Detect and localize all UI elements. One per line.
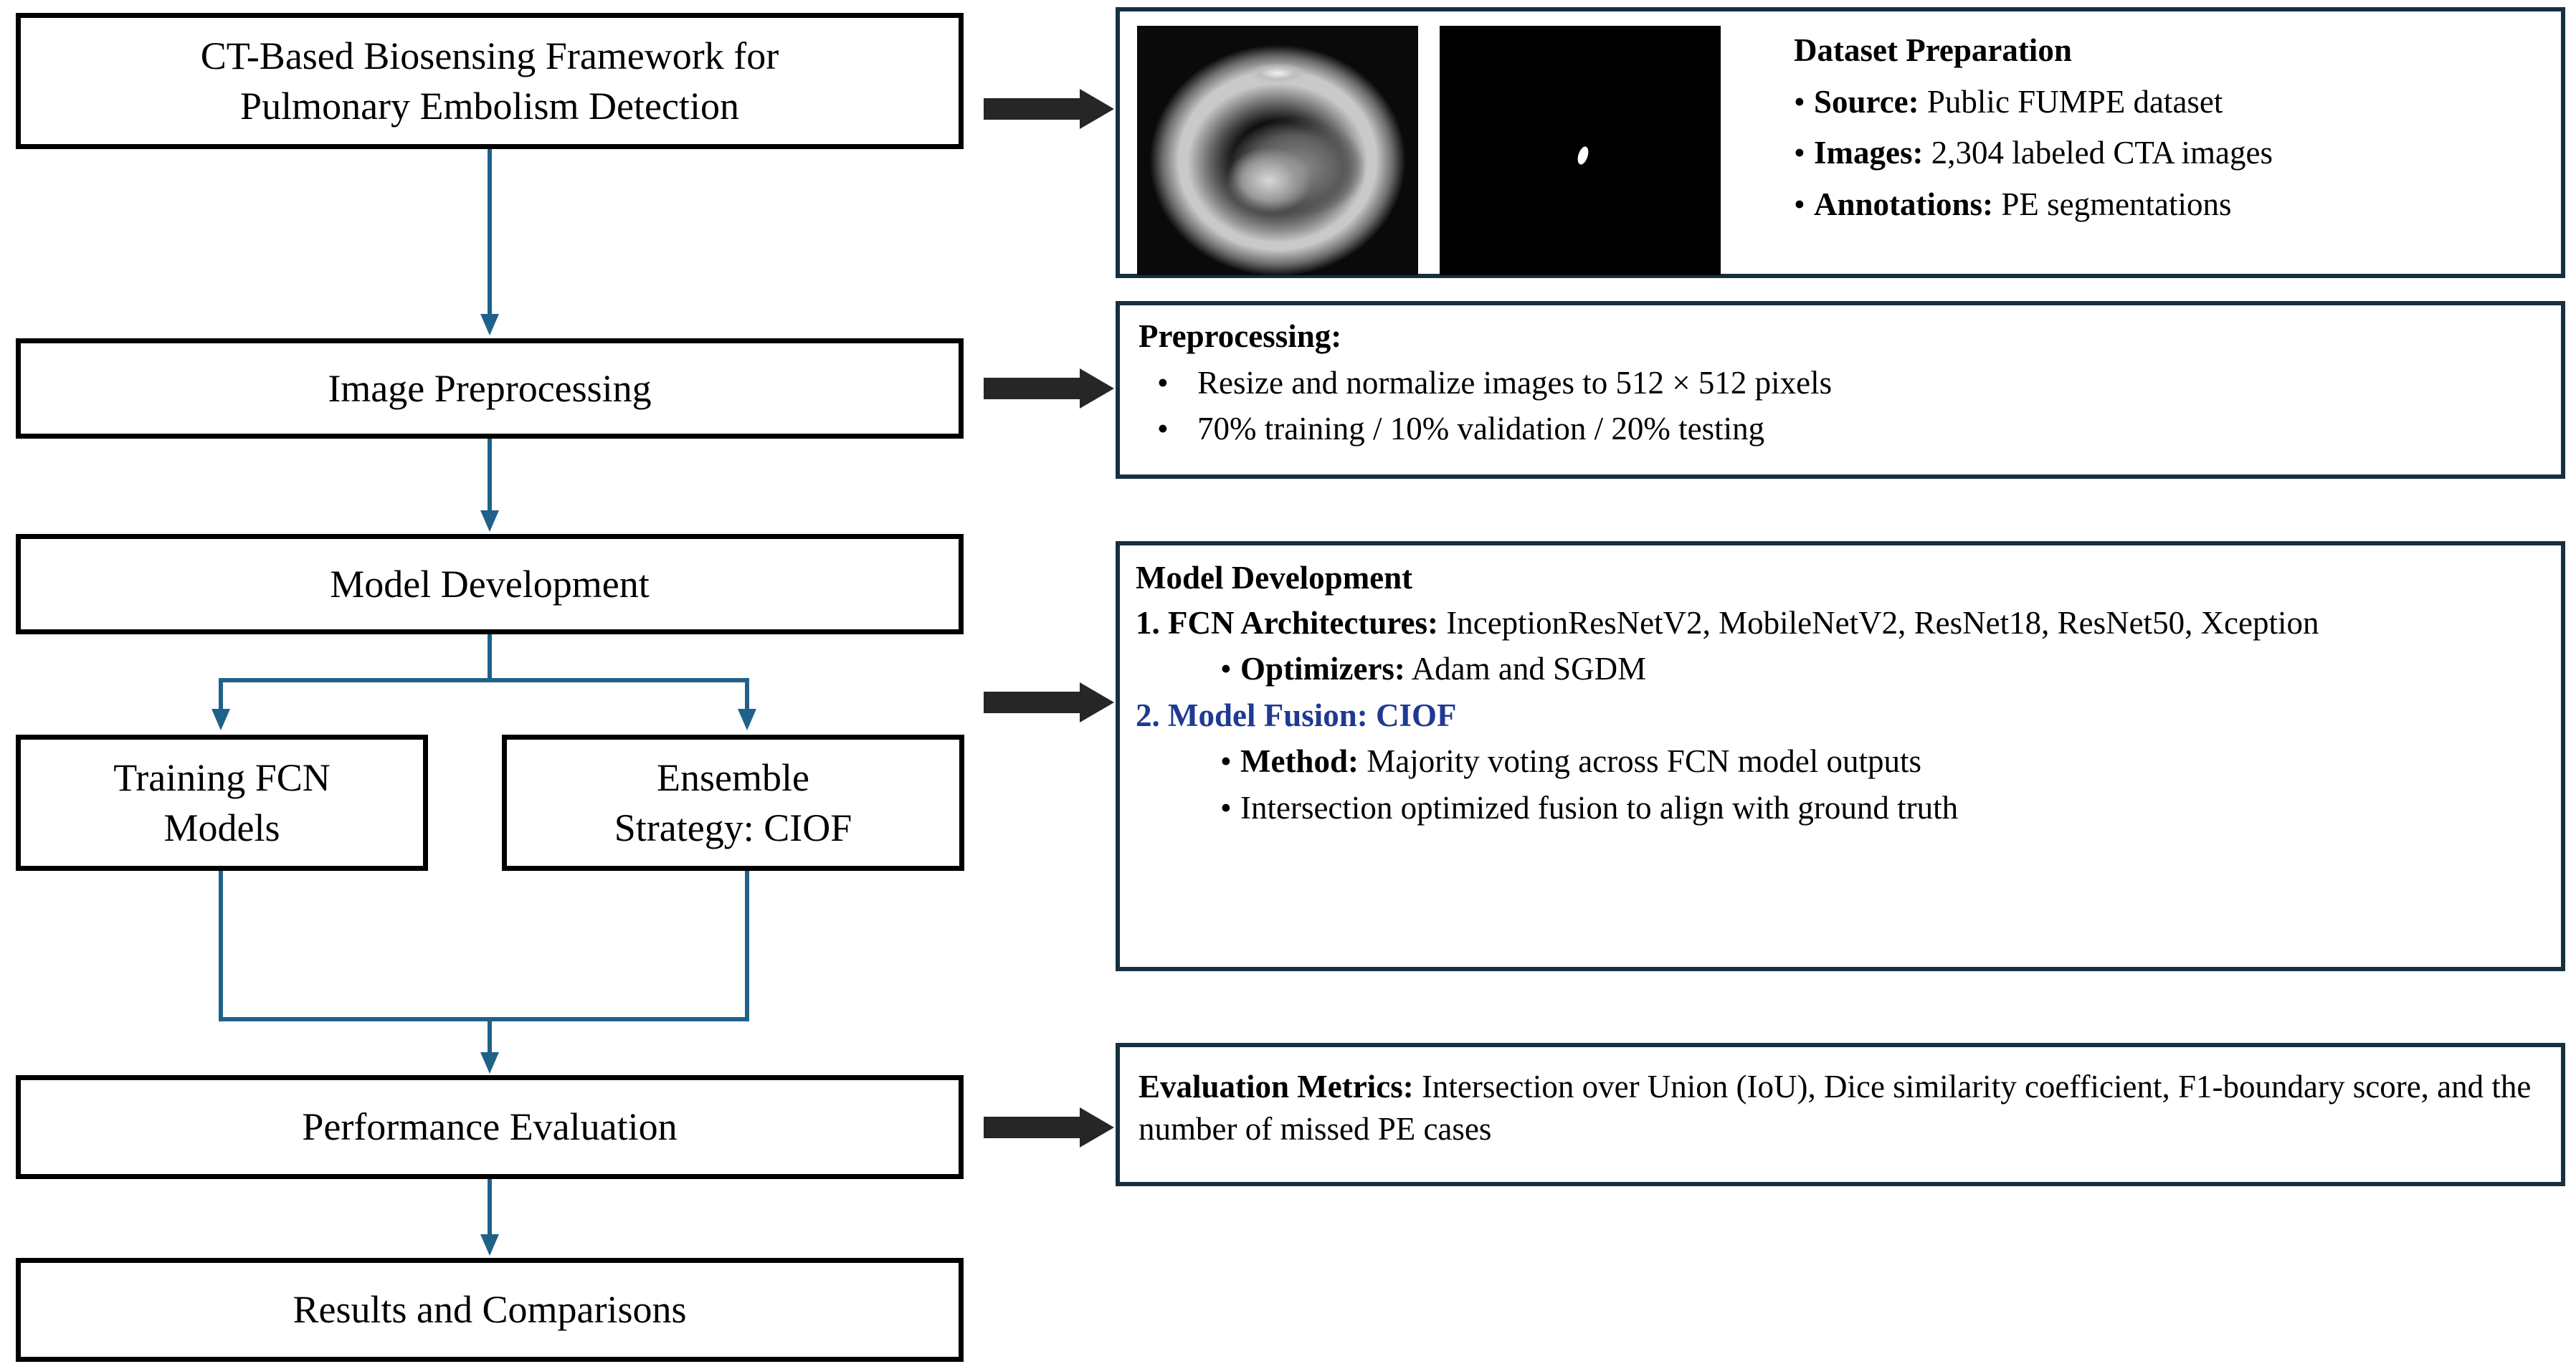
connector-merge-bar xyxy=(219,1017,749,1021)
flow-step-training-fcn-models-line1: Training FCN xyxy=(113,755,331,799)
dataset-bullet-images: Images: 2,304 labeled CTA images xyxy=(1794,130,2273,177)
dataset-bullet-annotations-label: Annotations: xyxy=(1814,186,1994,223)
flow-step-ensemble-strategy-line1: Ensemble xyxy=(657,755,809,799)
model-dev-sub-intersection: Intersection optimized fusion to align w… xyxy=(1136,787,2548,829)
preprocessing-bullet-resize: Resize and normalize images to 512 × 512… xyxy=(1139,362,2547,404)
pe-segmentation-mask-image xyxy=(1440,26,1721,275)
evaluation-metrics-label: Evaluation Metrics: xyxy=(1139,1069,1414,1105)
model-dev-sub-method-text: Majority voting across FCN model outputs xyxy=(1358,743,1921,779)
connector-model-dev-down xyxy=(488,634,492,681)
block-arrow-to-model-dev-panel xyxy=(984,682,1114,722)
flow-step-image-preprocessing: Image Preprocessing xyxy=(16,338,964,439)
connector-preprocessing-to-model-dev xyxy=(488,439,492,514)
flow-step-performance-evaluation-label: Performance Evaluation xyxy=(302,1105,678,1149)
dataset-bullet-annotations: Annotations: PE segmentations xyxy=(1794,181,2273,229)
dataset-bullet-images-text: 2,304 labeled CTA images xyxy=(1923,135,2273,171)
model-dev-item-fcn-architectures-text: InceptionResNetV2, MobileNetV2, ResNet18… xyxy=(1438,604,2319,641)
model-dev-sub-intersection-text: Intersection optimized fusion to align w… xyxy=(1240,789,1959,826)
preprocessing-bullet-split: 70% training / 10% validation / 20% test… xyxy=(1139,408,2547,450)
model-dev-sub-method-label: Method: xyxy=(1240,743,1359,779)
dataset-text-block: Dataset Preparation Source: Public FUMPE… xyxy=(1794,27,2273,229)
dataset-bullet-images-label: Images: xyxy=(1814,135,1924,171)
flow-step-training-fcn-models-line2: Models xyxy=(163,806,280,849)
pe-lesion-marker xyxy=(1575,145,1591,166)
arrow-head-results xyxy=(480,1234,499,1256)
panel-model-development: Model Development 1. FCN Architectures: … xyxy=(1116,541,2565,971)
preprocessing-bullet-resize-text: Resize and normalize images to 512 × 512… xyxy=(1197,364,1833,401)
flow-step-results-comparisons-label: Results and Comparisons xyxy=(293,1288,687,1332)
connector-merge-left xyxy=(219,871,223,1021)
flow-step-title-line2: Pulmonary Embolism Detection xyxy=(240,85,739,128)
preprocessing-panel-title: Preprocessing: xyxy=(1139,318,1342,354)
connector-merge-right xyxy=(745,871,749,1021)
arrow-head-performance xyxy=(480,1052,499,1074)
dataset-bullet-source-label: Source: xyxy=(1814,83,1919,120)
model-dev-sub-optimizers-text: Adam and SGDM xyxy=(1405,651,1647,687)
connector-merge-to-performance xyxy=(488,1017,492,1056)
flow-step-image-preprocessing-label: Image Preprocessing xyxy=(328,366,652,410)
arrow-head-model-dev xyxy=(480,510,499,532)
connector-split-left xyxy=(219,678,223,710)
flow-step-results-comparisons: Results and Comparisons xyxy=(16,1258,964,1362)
block-arrow-to-dataset-panel xyxy=(984,89,1114,129)
connector-title-to-preprocessing xyxy=(488,149,492,315)
flow-step-title-line1: CT-Based Biosensing Framework for xyxy=(200,34,779,77)
model-dev-sub-optimizers: Optimizers: Adam and SGDM xyxy=(1136,648,2548,690)
block-arrow-to-preprocessing-panel xyxy=(984,368,1114,409)
connector-split-bar xyxy=(219,678,749,682)
dataset-bullet-source-text: Public FUMPE dataset xyxy=(1919,83,2223,120)
dataset-media-row xyxy=(1137,26,1721,275)
panel-dataset-preparation: Dataset Preparation Source: Public FUMPE… xyxy=(1116,7,2565,278)
cta-scan-image xyxy=(1137,26,1418,275)
evaluation-metrics-text: Intersection over Union (IoU), Dice simi… xyxy=(1139,1069,2532,1147)
arrow-head-preprocessing xyxy=(480,314,499,335)
model-dev-item-fcn-architectures: 1. FCN Architectures: InceptionResNetV2,… xyxy=(1136,602,2548,644)
model-dev-item-model-fusion: 2. Model Fusion: CIOF xyxy=(1136,697,1457,733)
model-dev-sub-optimizers-label: Optimizers: xyxy=(1240,651,1405,687)
connector-split-right xyxy=(745,678,749,710)
flow-step-training-fcn-models: Training FCN Models xyxy=(16,735,428,871)
arrow-head-ensemble xyxy=(738,709,756,730)
flow-step-ensemble-strategy: Ensemble Strategy: CIOF xyxy=(502,735,964,871)
dataset-panel-title: Dataset Preparation xyxy=(1794,32,2072,68)
flow-step-performance-evaluation: Performance Evaluation xyxy=(16,1075,964,1179)
arrow-head-training-fcn xyxy=(212,709,230,730)
flow-step-model-development-label: Model Development xyxy=(330,562,650,606)
dataset-bullet-source: Source: Public FUMPE dataset xyxy=(1794,79,2273,126)
model-dev-panel-title: Model Development xyxy=(1136,560,1413,596)
preprocessing-bullet-split-text: 70% training / 10% validation / 20% test… xyxy=(1197,411,1765,447)
dataset-bullet-annotations-text: PE segmentations xyxy=(1993,186,2232,223)
panel-evaluation-metrics: Evaluation Metrics: Intersection over Un… xyxy=(1116,1043,2565,1186)
connector-performance-to-results xyxy=(488,1179,492,1236)
flow-step-title: CT-Based Biosensing Framework for Pulmon… xyxy=(16,13,964,149)
block-arrow-to-evaluation-panel xyxy=(984,1107,1114,1148)
panel-preprocessing: Preprocessing: Resize and normalize imag… xyxy=(1116,301,2565,479)
model-dev-sub-method: Method: Majority voting across FCN model… xyxy=(1136,740,2548,783)
flow-step-model-development: Model Development xyxy=(16,534,964,634)
model-dev-item-fcn-architectures-label: 1. FCN Architectures: xyxy=(1136,604,1438,641)
flow-step-ensemble-strategy-line2: Strategy: CIOF xyxy=(614,806,852,849)
